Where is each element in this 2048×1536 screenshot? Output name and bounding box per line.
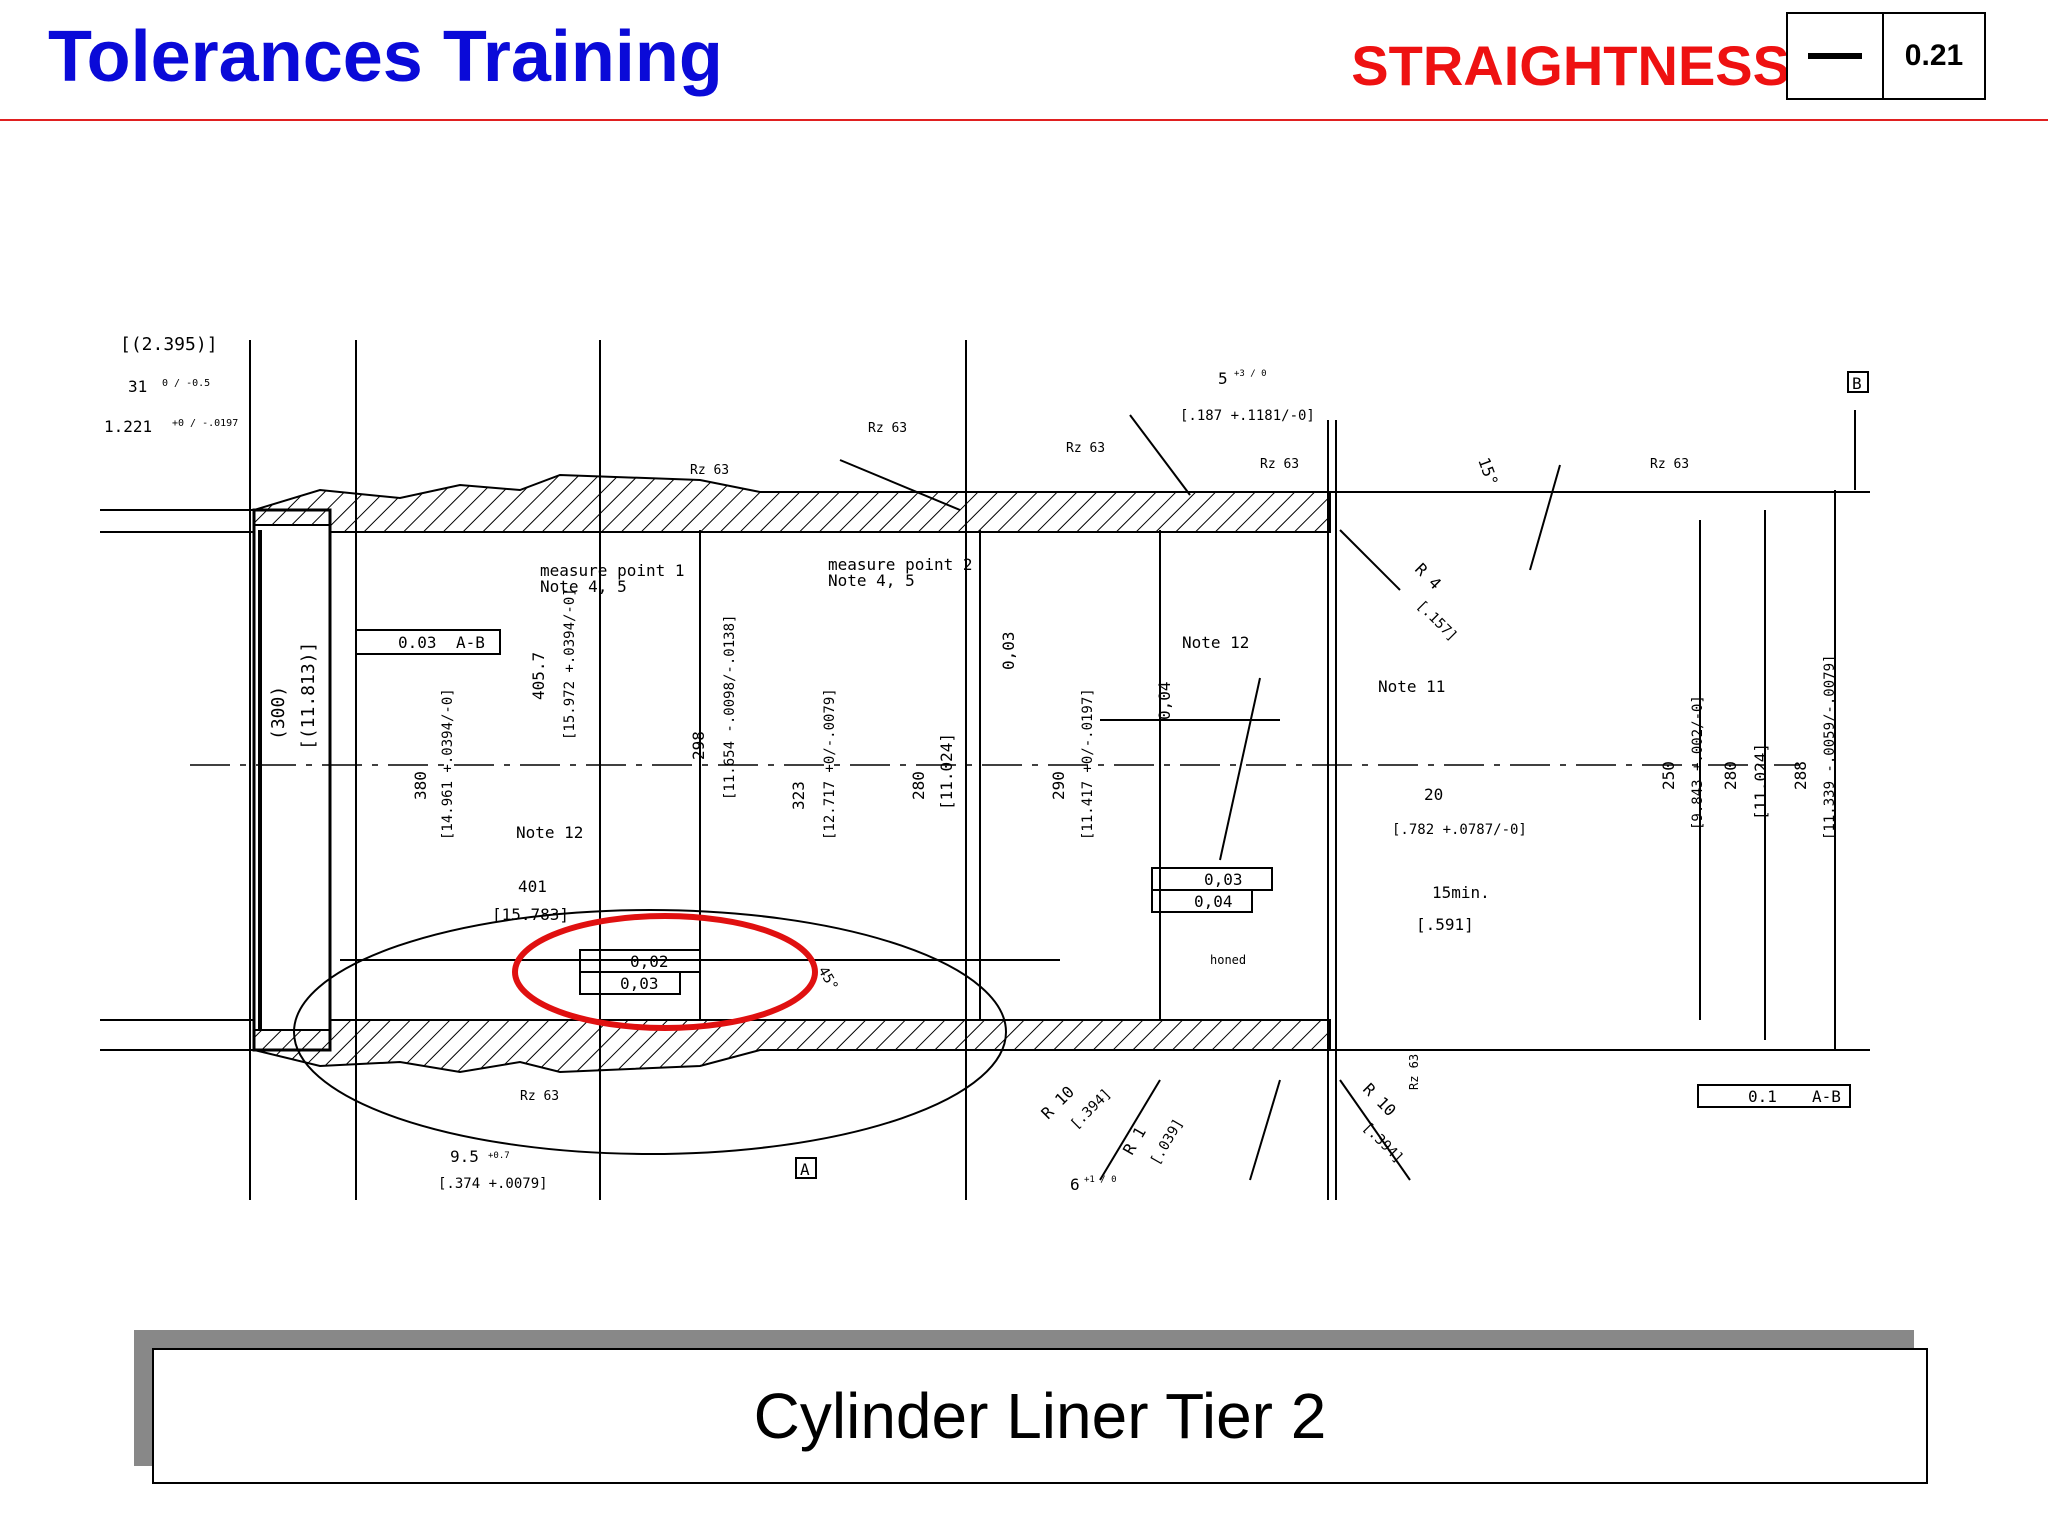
dim-31: 31 (128, 377, 147, 396)
circularity-002: 0,02 (630, 952, 669, 971)
dim-20: 20 (1424, 785, 1443, 804)
radius-10b: R 10 (1359, 1079, 1400, 1120)
dim-2395: [(2.395)] (120, 334, 218, 355)
dim-11654: [11.654 -.0098/-.0138] (722, 615, 738, 800)
measure-point-2: measure point 2 (828, 555, 973, 574)
position-fcf-datum: A-B (1812, 1087, 1841, 1106)
dim-380: 380 (411, 771, 430, 800)
dim-288: 288 (1791, 761, 1810, 790)
straightness-003: 0,03 (620, 974, 659, 993)
dim-5: 5 (1218, 369, 1228, 388)
slide-title: Tolerances Training (48, 17, 723, 97)
dim-11024a: [11.024] (937, 733, 956, 810)
angle-45deg: 45° (815, 964, 842, 994)
datum-b: B (1852, 374, 1862, 393)
radius-10b-in: [.394] (1359, 1120, 1406, 1167)
dim-11339: [11.339 -.0059/-.0079] (1822, 655, 1838, 840)
title-rule (0, 119, 2048, 121)
note-12-left: Note 12 (516, 823, 583, 842)
runout-fcf-datum: A-B (456, 633, 485, 652)
dim-323: 323 (789, 781, 808, 810)
dim-95: 9.5 (450, 1147, 479, 1166)
dim-11024b: [11.024] (1751, 743, 1770, 820)
tolerance-value: 0.21 (1904, 39, 1964, 72)
dim-95-tol: +0.7 (488, 1151, 510, 1161)
topic-label: STRAIGHTNESS (1351, 34, 1790, 97)
radius-1: R 1 (1119, 1123, 1150, 1158)
dim-1221: 1.221 (104, 417, 152, 436)
honed-label: honed (1210, 953, 1246, 967)
circularity-003: 0,03 (1204, 870, 1243, 889)
rz-2: Rz 63 (690, 463, 729, 478)
radius-4-in: [.157] (1413, 598, 1460, 645)
measure-point-2-note: Note 4, 5 (828, 571, 915, 590)
dim-15min: 15min. (1432, 883, 1490, 902)
rz-1: Rz 63 (868, 421, 907, 436)
parallelism-003: 0,03 (999, 631, 1018, 670)
dim-250: 250 (1659, 761, 1678, 790)
measure-point-1: measure point 1 (540, 561, 685, 580)
dim-9843: [9.843 +.002/-0] (1690, 695, 1706, 830)
highlight-ellipse (512, 913, 818, 1031)
tolerance-symbol-box: 0.21 (1786, 12, 1986, 100)
dim-15deg: 15° (1474, 455, 1502, 489)
rz-6: Rz 63 (520, 1089, 559, 1104)
note-12-top: Note 12 (1182, 633, 1249, 652)
rz-tag-vertical: Rz 63 (1407, 1054, 1421, 1090)
position-fcf-value: 0.1 (1748, 1087, 1777, 1106)
runout-fcf-value: 0.03 (398, 633, 437, 652)
rz-4: Rz 63 (1260, 457, 1299, 472)
dim-591: [.591] (1416, 915, 1474, 934)
dim-12717: [12.717 +0/-.0079] (822, 688, 838, 840)
dim-290: 290 (1049, 771, 1068, 800)
dim-15972: [15.972 +.0394/-0] (562, 588, 578, 740)
dim-31-tol: 0 / -0.5 (162, 378, 210, 389)
dim-298: 298 (689, 731, 708, 760)
straightness-symbol-icon (1788, 14, 1884, 98)
dim-187: [.187 +.1181/-0] (1180, 408, 1315, 424)
dim-1221-tol: +0 / -.0197 (172, 418, 238, 429)
dim-280b: 280 (1721, 761, 1740, 790)
dim-6: 6 (1070, 1175, 1080, 1194)
dim-374: [.374 +.0079] (438, 1176, 548, 1192)
dim-280a: 280 (909, 771, 928, 800)
measure-point-1-note: Note 4, 5 (540, 577, 627, 596)
note-11: Note 11 (1378, 677, 1445, 696)
dim-300: (300) (268, 686, 289, 740)
dim-4057: 405.7 (529, 652, 548, 700)
dim-15783: [15.783] (492, 905, 569, 924)
straightness-004: 0,04 (1194, 892, 1233, 911)
dim-14961: [14.961 +.0394/-0] (440, 688, 456, 840)
dim-5-tol: +3 / 0 (1234, 369, 1267, 379)
cylinder-liner-drawing: B A 0.03 A-B 0,02 0,03 0,03 0,04 0.1 A-B… (100, 334, 1870, 1200)
radius-4: R 4 (1411, 559, 1445, 593)
dim-401: 401 (518, 877, 547, 896)
datum-a: A (800, 1160, 810, 1179)
dim-6-tol: +1 / 0 (1084, 1175, 1117, 1185)
dim-11417: [11.417 +0/-.0197] (1080, 688, 1096, 840)
caption: Cylinder Liner Tier 2 (152, 1348, 1928, 1484)
rz-3: Rz 63 (1066, 441, 1105, 456)
dim-782: [.782 +.0787/-0] (1392, 822, 1527, 838)
rz-5: Rz 63 (1650, 457, 1689, 472)
radius-1-in: [.039] (1148, 1116, 1187, 1168)
dim-11813: [(11.813)] (298, 642, 319, 750)
parallelism-004: 0,04 (1155, 681, 1174, 720)
